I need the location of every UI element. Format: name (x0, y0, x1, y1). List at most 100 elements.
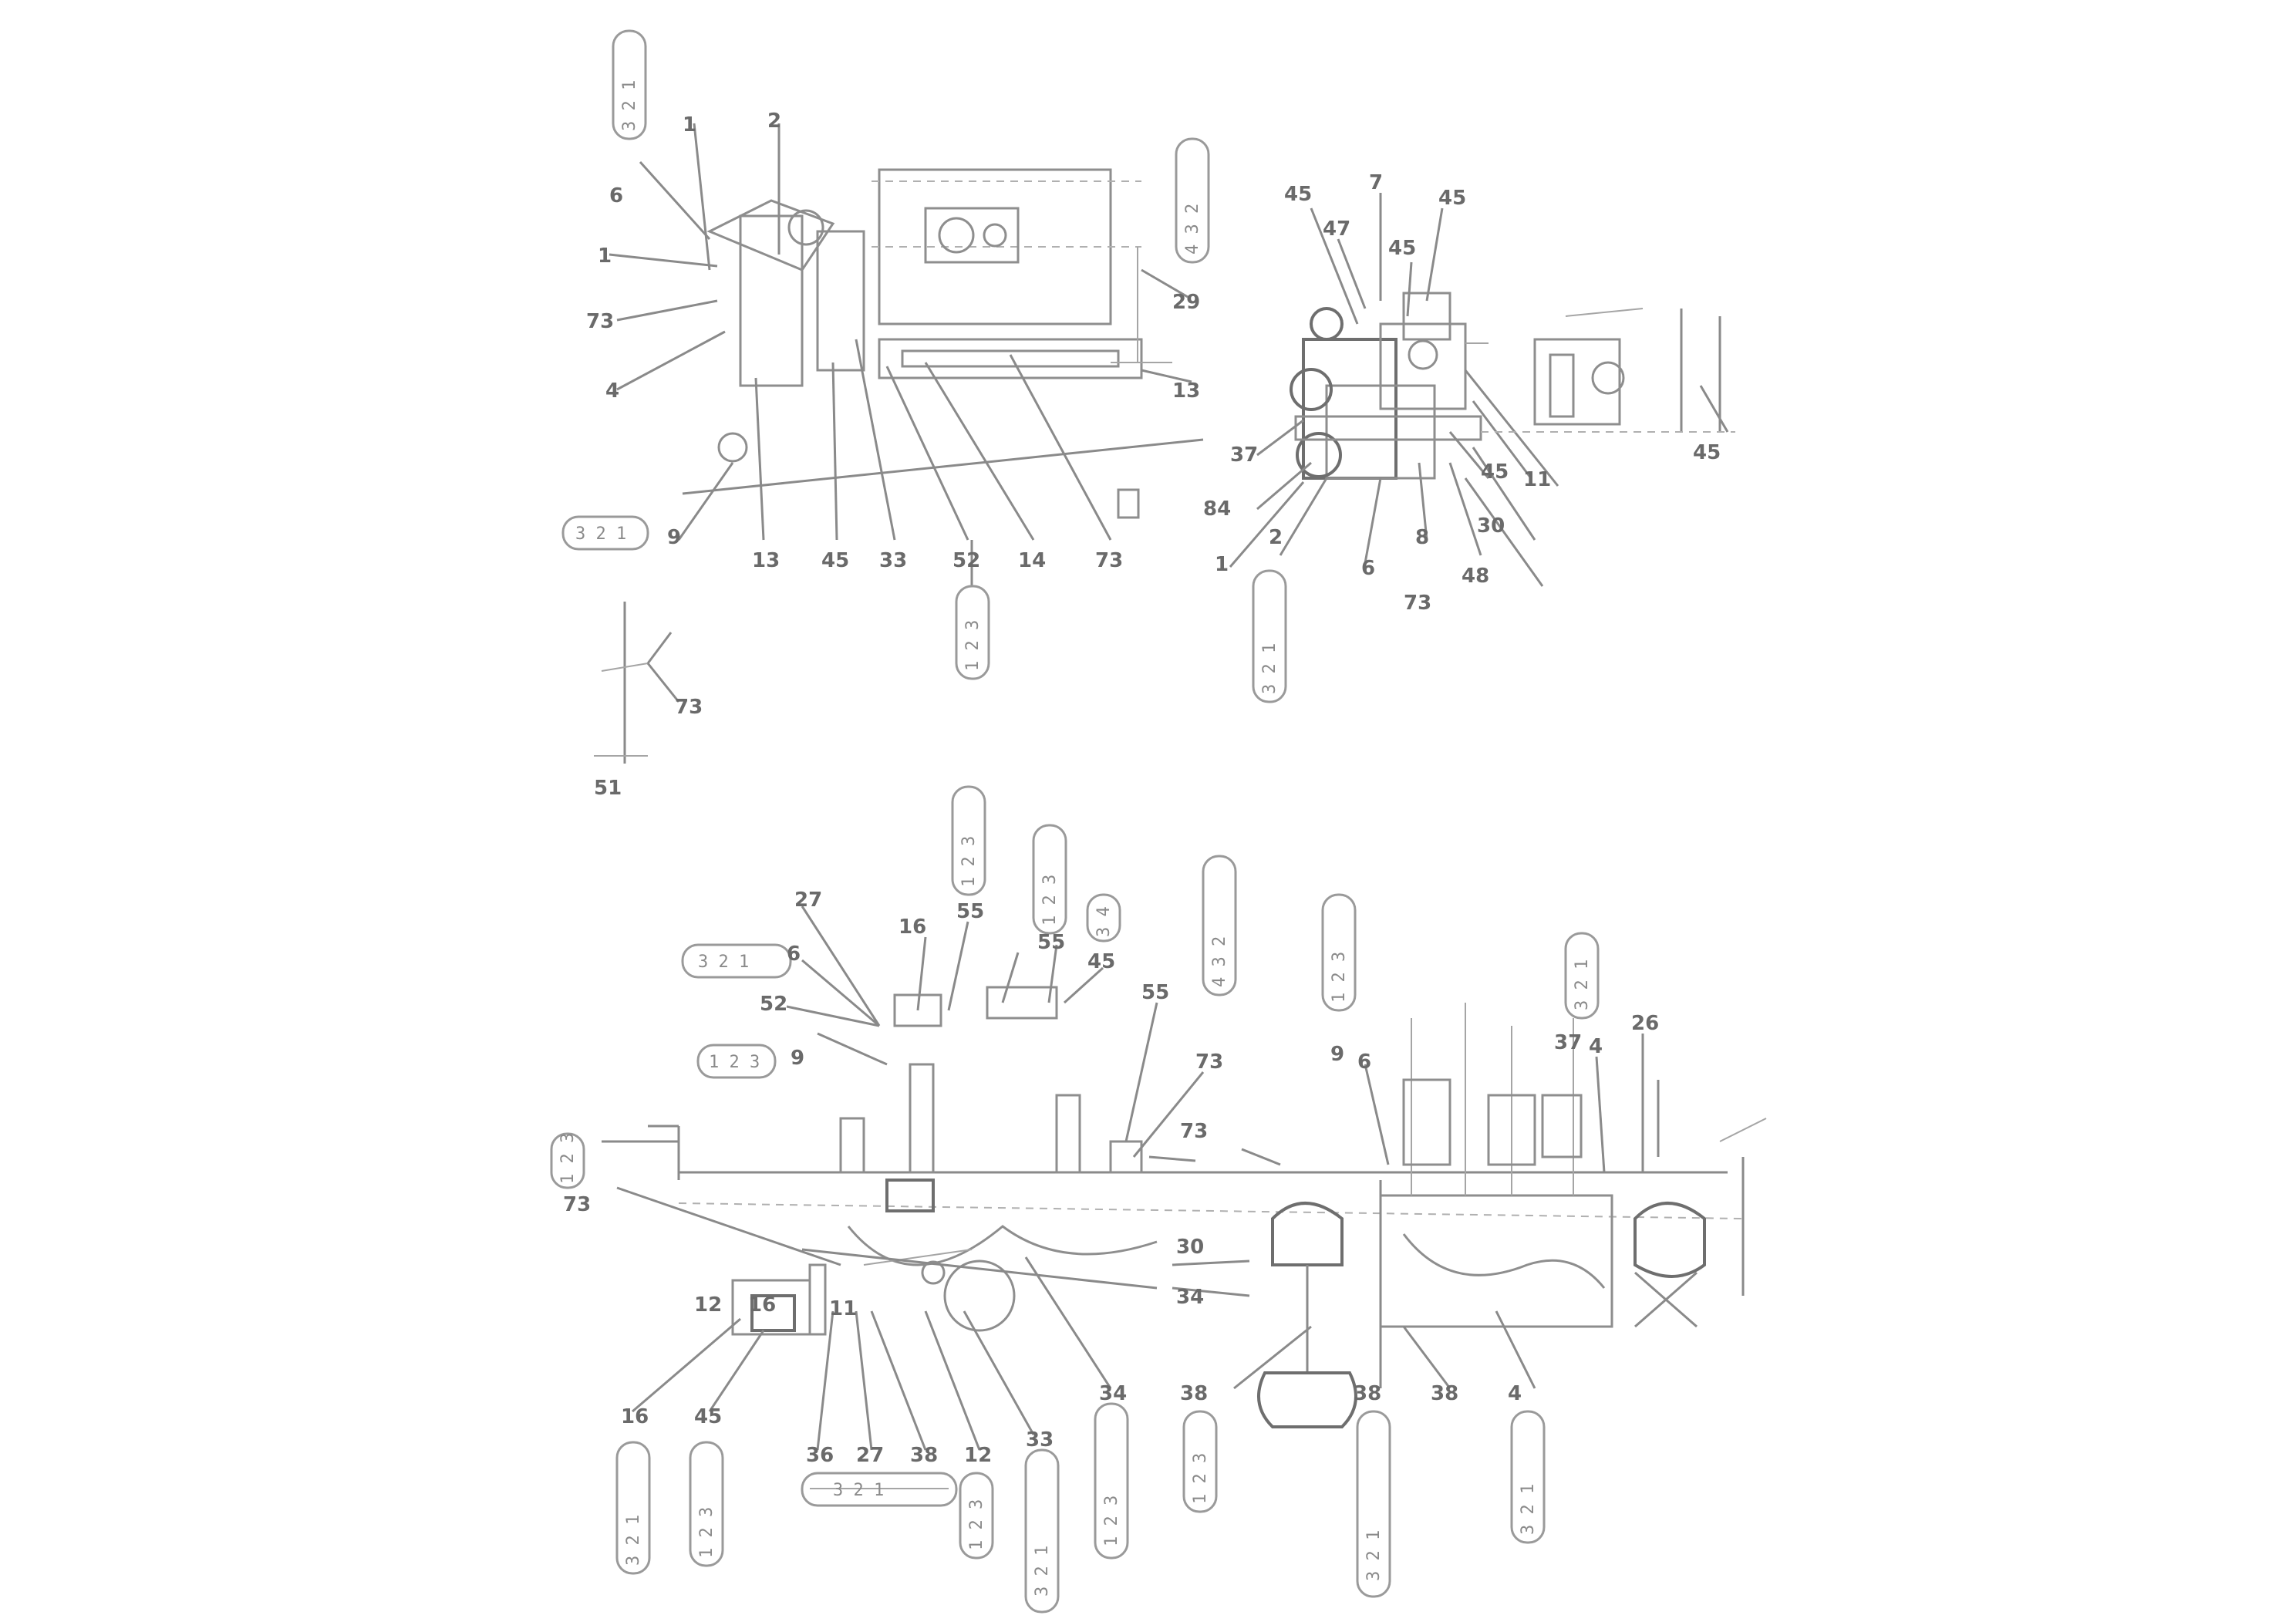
callout: 45 (1481, 460, 1509, 484)
callout: 1 (1215, 553, 1229, 576)
group-tag: 1 2 3 (951, 785, 986, 896)
group-tag: 1 2 3 (1094, 1402, 1129, 1560)
callout: 13 (1172, 379, 1200, 403)
group-tag: 4 3 2 (1175, 137, 1210, 264)
group-tag: 3 2 1 (561, 515, 649, 551)
callout: 12 (964, 1444, 992, 1467)
callout: 38 (1354, 1382, 1381, 1405)
svg-text:3 2 1: 3 2 1 (624, 1515, 643, 1566)
callout: 45 (1388, 237, 1416, 260)
svg-text:1 2 3: 1 2 3 (1191, 1453, 1210, 1504)
svg-text:1 2 3: 1 2 3 (558, 1133, 578, 1184)
svg-text:3 2 1: 3 2 1 (620, 80, 639, 131)
assembly-top-left (594, 123, 1204, 764)
group-tag: 3 2 1 (1564, 932, 1600, 1020)
callout: 84 (1203, 497, 1231, 521)
callout: 38 (910, 1444, 938, 1467)
callout: 73 (1095, 549, 1123, 572)
group-tag: 3 2 1 (1510, 1410, 1546, 1544)
callout: 36 (806, 1444, 834, 1467)
group-tag: 3 2 1 (681, 943, 792, 979)
callout: 16 (748, 1293, 776, 1317)
callouts: 6 1 2 1 73 4 9 13 45 33 52 14 73 29 13 7… (563, 110, 1721, 1467)
svg-text:3 2 1: 3 2 1 (1519, 1484, 1538, 1535)
group-tag: 4 3 2 (1202, 855, 1237, 996)
callout: 6 (787, 943, 801, 966)
callout: 12 (694, 1293, 722, 1317)
callout: 52 (952, 549, 980, 572)
callout: 45 (1438, 187, 1466, 210)
callout: 45 (1284, 183, 1312, 206)
group-tags: 3 2 1 4 3 2 3 2 1 1 2 3 3 2 1 1 2 3 1 2 … (550, 29, 1600, 1614)
group-tag: 3 2 1 (612, 29, 647, 140)
svg-text:1 2 3: 1 2 3 (967, 1499, 986, 1550)
callout: 2 (767, 110, 781, 133)
svg-text:1 2 3: 1 2 3 (1102, 1496, 1121, 1546)
callout: 16 (621, 1405, 649, 1428)
callout: 37 (1554, 1031, 1582, 1054)
callout: 52 (760, 993, 787, 1016)
callout: 37 (1230, 443, 1258, 467)
callout: 26 (1631, 1012, 1659, 1035)
callout: 11 (829, 1297, 857, 1320)
callout: 9 (667, 526, 681, 549)
callout: 14 (1018, 549, 1046, 572)
callout: 73 (675, 696, 703, 719)
callout: 34 (1176, 1286, 1204, 1309)
callout: 1 (683, 113, 696, 137)
callout: 38 (1180, 1382, 1208, 1405)
callout: 45 (694, 1405, 722, 1428)
callout: 34 (1099, 1382, 1127, 1405)
svg-text:1 2 3: 1 2 3 (709, 1053, 760, 1072)
callout: 29 (1172, 291, 1200, 314)
callout: 2 (1269, 526, 1283, 549)
callout: 6 (1357, 1050, 1371, 1074)
svg-text:1 2 3: 1 2 3 (963, 620, 983, 671)
callout: 6 (609, 184, 623, 207)
group-tag: 1 2 3 (1182, 1410, 1218, 1513)
callout: 47 (1323, 218, 1350, 241)
group-tag: 1 2 3 (696, 1044, 777, 1079)
group-tag: 3 4 (1086, 893, 1121, 943)
callout: 73 (586, 310, 614, 333)
callout: 38 (1431, 1382, 1458, 1405)
callout: 4 (605, 379, 619, 403)
callout: 4 (1589, 1035, 1603, 1058)
callout: 55 (1141, 981, 1169, 1004)
group-tag: 3 2 1 (615, 1441, 651, 1575)
callout: 16 (899, 916, 926, 939)
callout: 7 (1369, 171, 1383, 194)
callout: 8 (1415, 526, 1429, 549)
group-tag: 1 2 3 (550, 1132, 585, 1189)
group-tag: 3 2 1 (1024, 1448, 1060, 1614)
svg-text:3 2 1: 3 2 1 (575, 524, 626, 544)
group-tag: 1 2 3 (1032, 824, 1067, 935)
callout: 73 (1180, 1120, 1208, 1143)
group-tag: 1 2 3 (689, 1441, 724, 1567)
callout: 73 (563, 1193, 591, 1216)
group-tag: 3 2 1 (1252, 569, 1287, 703)
assembly-bottom (602, 905, 1767, 1489)
callout: 55 (1037, 931, 1065, 954)
svg-text:1 2 3: 1 2 3 (1040, 875, 1060, 926)
callout: 11 (1523, 468, 1551, 491)
callout: 33 (1026, 1428, 1054, 1452)
group-tag: 1 2 3 (959, 1472, 994, 1560)
callout: 9 (1330, 1043, 1344, 1066)
callout: 6 (1361, 557, 1375, 580)
callout: 27 (856, 1444, 884, 1467)
callout: 33 (879, 549, 907, 572)
callout: 30 (1477, 514, 1505, 538)
callout: 45 (821, 549, 849, 572)
svg-text:3 2 1: 3 2 1 (833, 1481, 884, 1500)
callout: 30 (1176, 1236, 1204, 1259)
callout: 13 (752, 549, 780, 572)
svg-text:3 4: 3 4 (1094, 906, 1114, 937)
svg-text:3 2 1: 3 2 1 (698, 953, 749, 972)
svg-text:3 2 1: 3 2 1 (1364, 1530, 1384, 1581)
svg-text:4 3 2: 4 3 2 (1210, 936, 1229, 987)
callout: 45 (1087, 950, 1115, 973)
callout: 9 (791, 1047, 804, 1070)
group-tag: 3 2 1 (1356, 1410, 1391, 1598)
callout: 4 (1508, 1382, 1522, 1405)
